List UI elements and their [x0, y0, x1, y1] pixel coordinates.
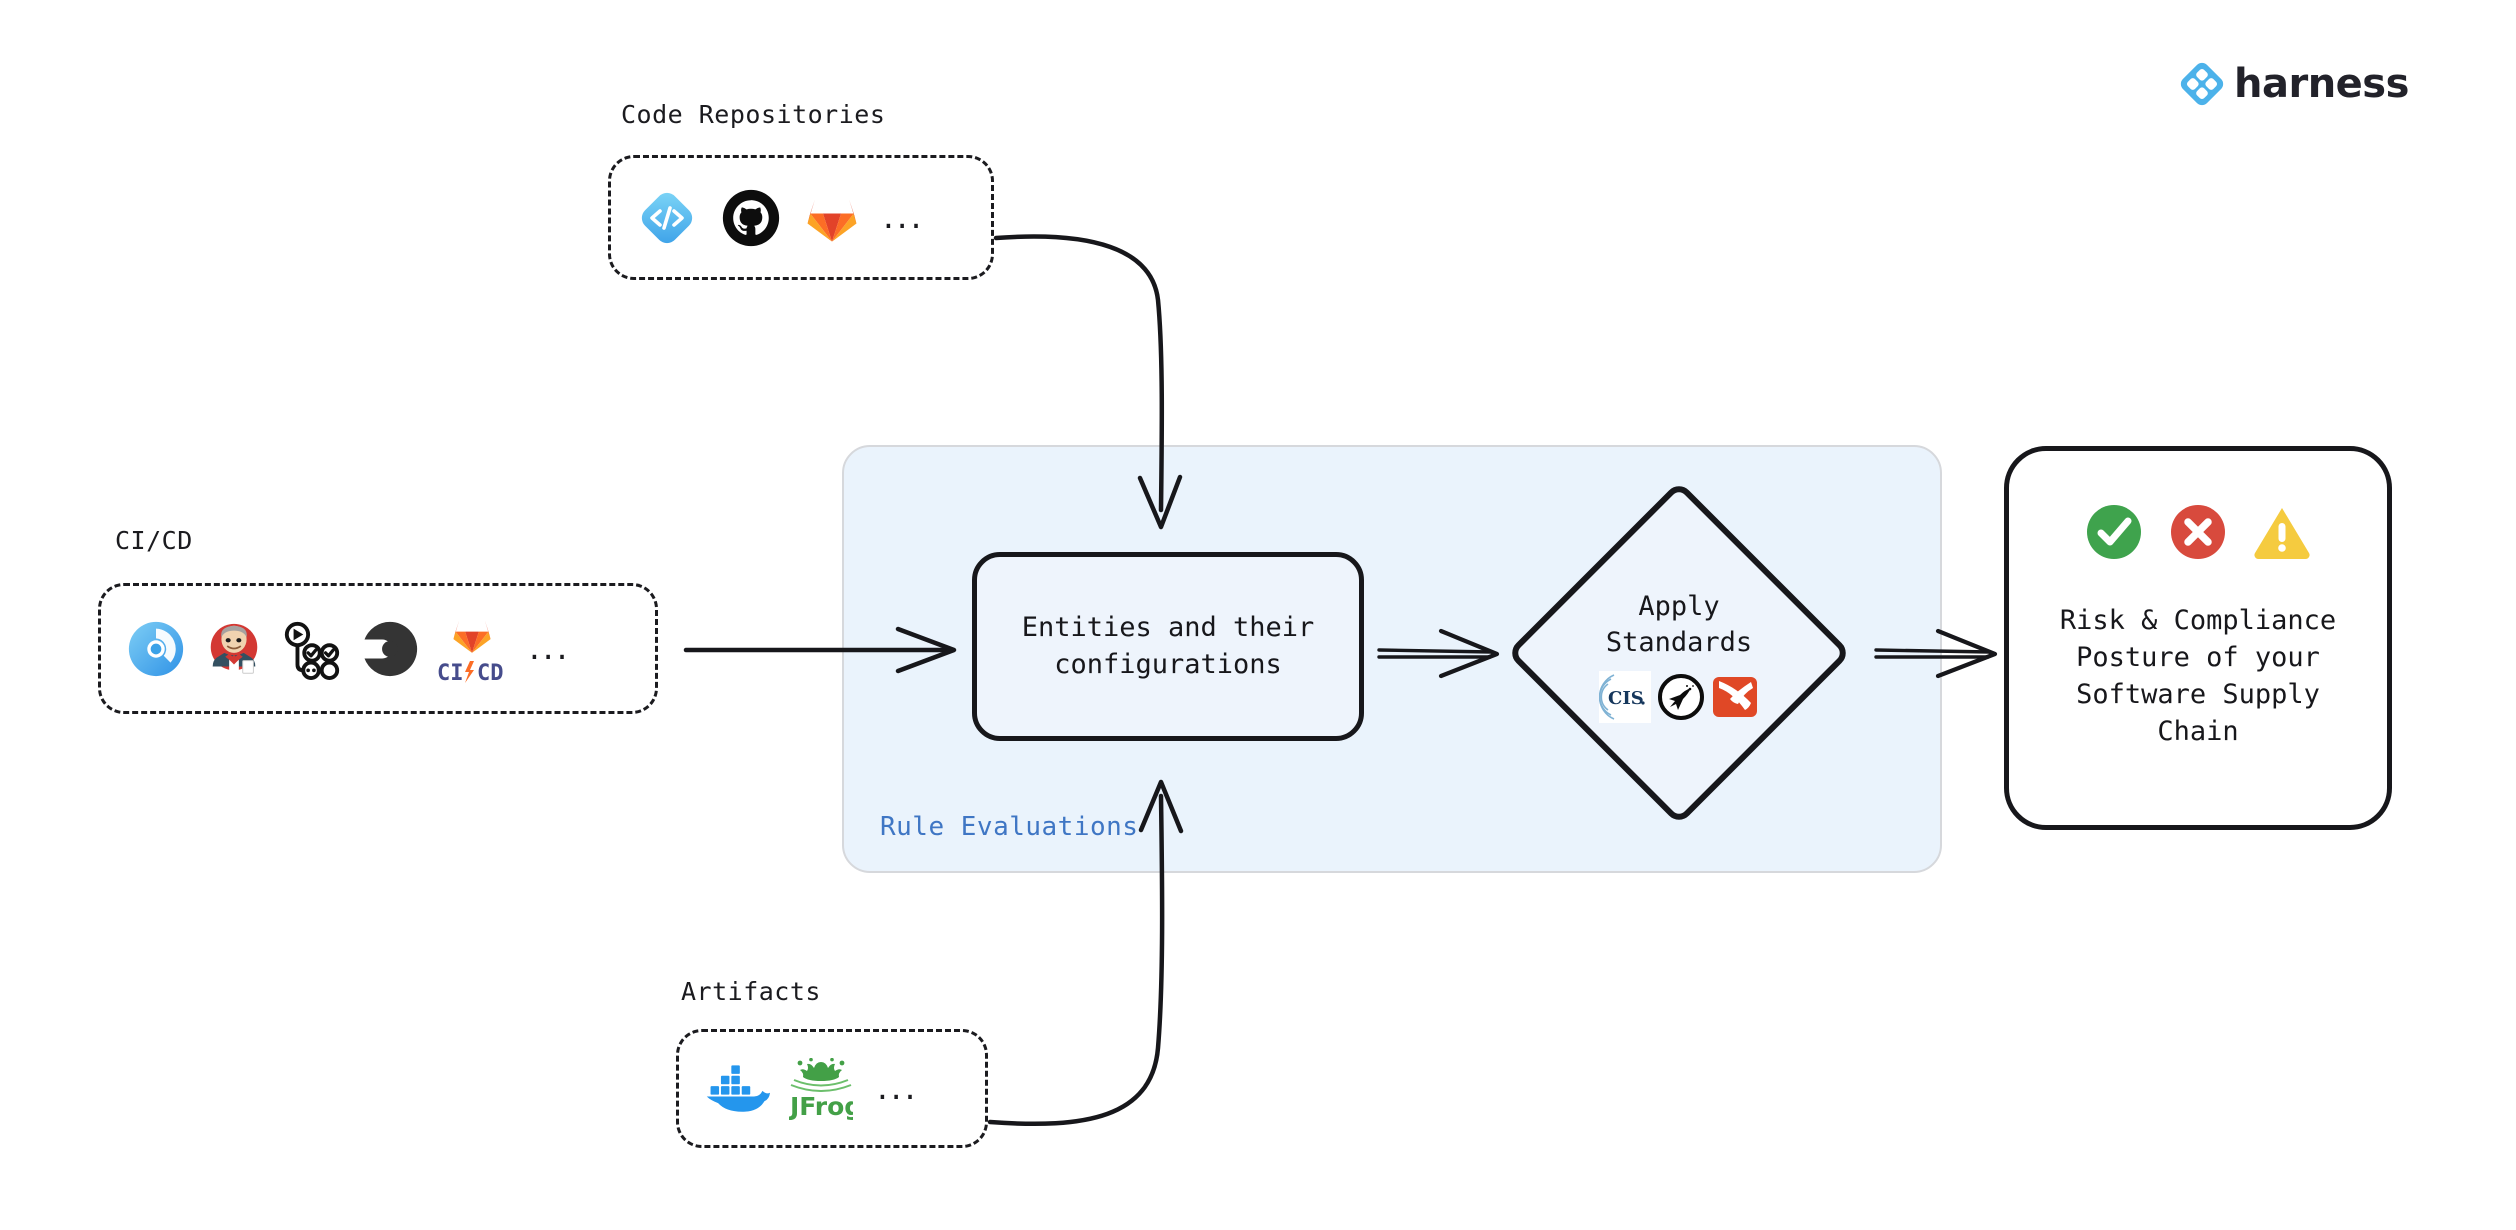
code-repositories-ellipsis: ...	[883, 197, 925, 237]
entities-and-configurations-node[interactable]: Entities and their configurations	[972, 552, 1364, 741]
gitlab-cicd-icon: CI CD	[437, 613, 507, 685]
svg-text:CI: CI	[437, 661, 464, 685]
apply-standards-label: Apply Standards	[1605, 591, 1753, 658]
svg-text:CD: CD	[477, 661, 504, 685]
artifacts-group[interactable]: JFrog ...	[676, 1029, 988, 1148]
slsa-icon	[1713, 676, 1757, 717]
harness-ci-icon	[128, 621, 184, 676]
diamond-content: Apply Standards CIS	[1507, 481, 1851, 825]
jfrog-wordmark-icon: JFrog	[789, 1092, 853, 1120]
harness-diamond-logo-icon	[2180, 62, 2224, 106]
github-icon	[722, 189, 780, 246]
jfrog-icon: JFrog	[789, 1057, 853, 1120]
svg-text:JFrog: JFrog	[789, 1092, 853, 1120]
entities-node-label: Entities and their configurations	[1021, 612, 1315, 680]
circleci-icon	[364, 621, 418, 676]
ci-cd-icon-row: CI CD ...	[101, 586, 655, 711]
jenkins-icon	[210, 623, 258, 674]
rule-evaluations-caption: Rule Evaluations	[880, 812, 1139, 842]
openssf-scorecard-icon	[1658, 673, 1704, 720]
output-node-label: Risk & Compliance Posture of your Softwa…	[2059, 605, 2337, 747]
harness-wordmark: harness	[2234, 61, 2409, 107]
svg-text:CIS: CIS	[1608, 688, 1644, 709]
jfrog-splash-icon	[790, 1057, 852, 1092]
artifacts-ellipsis: ...	[877, 1068, 919, 1108]
cis-benchmarks-icon: CIS	[1599, 670, 1651, 723]
ci-cd-group[interactable]: CI CD ...	[98, 583, 658, 714]
gitlab-icon	[807, 199, 857, 242]
artifacts-icon-row: JFrog ...	[679, 1032, 985, 1145]
artifacts-label: Artifacts	[681, 977, 821, 1006]
ci-cd-ellipsis: ...	[529, 628, 571, 668]
code-repositories-group[interactable]: ...	[608, 155, 994, 280]
ci-cd-label: CI/CD	[115, 526, 193, 555]
docker-icon	[706, 1064, 771, 1112]
risk-compliance-output-node[interactable]: Risk & Compliance Posture of your Softwa…	[2004, 446, 2392, 830]
warning-triangle-icon	[2254, 508, 2310, 560]
github-actions-icon	[284, 621, 340, 680]
code-repositories-label: Code Repositories	[621, 100, 886, 129]
apply-standards-node[interactable]: Apply Standards CIS	[1506, 480, 1852, 826]
code-repositories-icon-row: ...	[611, 158, 991, 277]
standards-logo-row: CIS	[1599, 670, 1759, 723]
error-circle-icon	[2171, 505, 2225, 559]
harness-logo: harness	[2180, 62, 2409, 106]
status-icon-row	[2083, 501, 2313, 563]
harness-code-icon	[641, 192, 693, 243]
gitlab-fox-icon	[453, 620, 491, 653]
check-circle-icon	[2087, 505, 2141, 559]
gitlab-cicd-wordmark-icon: CI CD	[437, 660, 504, 685]
